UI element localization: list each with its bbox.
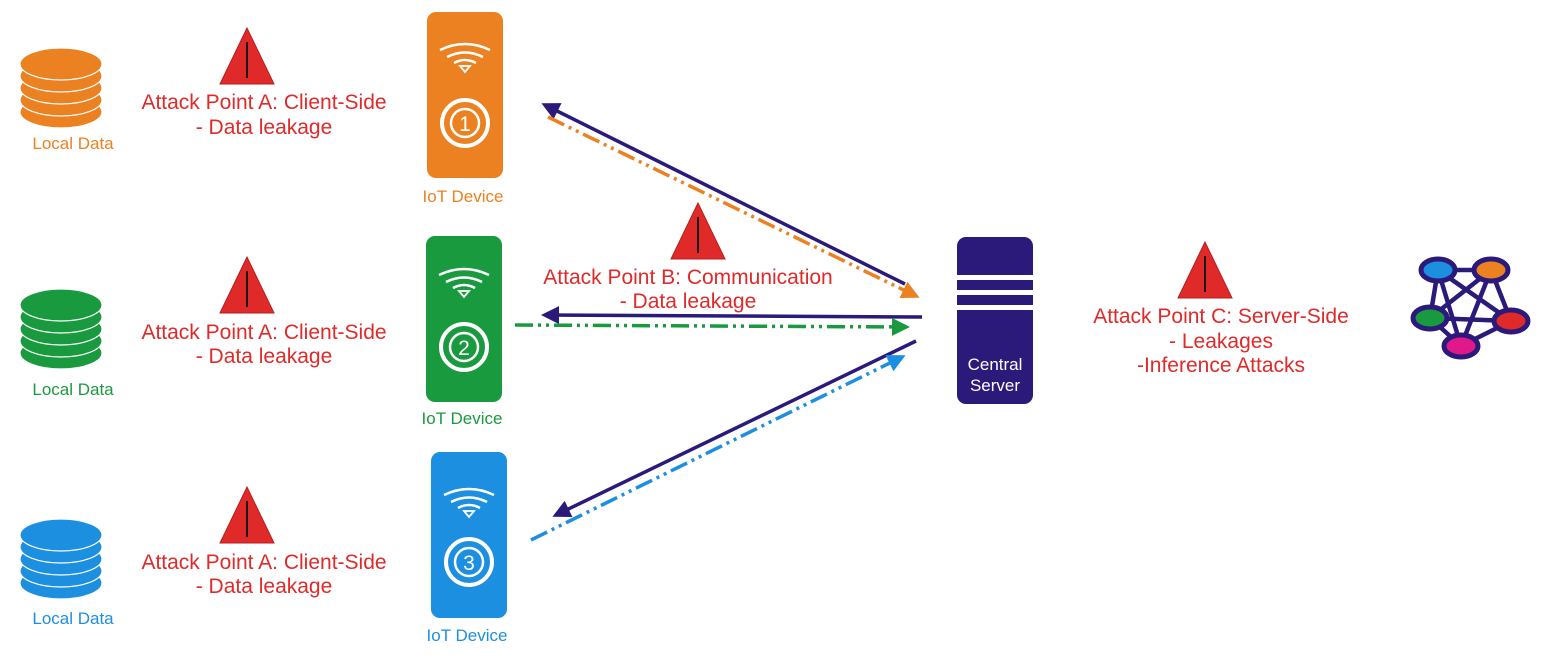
local-data-label: Local Data: [32, 380, 114, 399]
device-2-to-server-arrow: [514, 317, 910, 336]
attack-point-c-title: Attack Point C: Server-Side: [1093, 305, 1349, 328]
attack-point-a-title: Attack Point A: Client-Side: [141, 91, 386, 114]
iot-device-3: 3: [431, 452, 507, 618]
attack-point-a-subtitle: - Data leakage: [196, 116, 333, 139]
warning-triangle-icon: [219, 255, 275, 314]
attack-point-a-subtitle: - Data leakage: [196, 345, 333, 368]
database-stack-icon: [19, 47, 103, 129]
iot-device-1: 1: [427, 12, 503, 178]
warning-triangle-icon: [670, 201, 726, 260]
server-slot: [957, 275, 1033, 280]
attack-point-c-line3: -Inference Attacks: [1137, 354, 1305, 377]
iot-device-label: IoT Device: [422, 409, 503, 428]
client-row-2: Local Data Attack Point A: Client-Side -…: [19, 236, 503, 428]
neural-network-icon: [1410, 256, 1531, 360]
iot-device-label: IoT Device: [423, 187, 504, 206]
wifi-icon: [438, 267, 490, 299]
wifi-icon: [439, 42, 491, 74]
server-to-device-1-arrow: [541, 103, 906, 286]
server-to-device-3-arrow: [552, 339, 917, 518]
wifi-icon: [443, 487, 495, 519]
device-1-to-server-arrow: [547, 115, 920, 298]
device-number-badge: 1: [440, 98, 490, 148]
client-row-3: Local Data Attack Point A: Client-Side -…: [19, 452, 508, 645]
warning-triangle-icon: [219, 26, 275, 85]
attack-point-b-title: Attack Point B: Communication: [543, 266, 832, 289]
server-slot: [957, 305, 1033, 310]
device-number: 3: [463, 552, 475, 575]
central-server: Central Server: [957, 237, 1033, 404]
attack-point-b-subtitle: - Data leakage: [620, 290, 757, 313]
database-stack-icon: [19, 288, 103, 370]
local-data-label: Local Data: [32, 609, 114, 628]
attack-point-c: Attack Point C: Server-Side - Leakages -…: [1093, 240, 1349, 377]
attack-point-b: Attack Point B: Communication - Data lea…: [543, 201, 833, 313]
network-node: [1471, 256, 1511, 284]
device-3-to-server-arrow: [530, 355, 906, 542]
warning-triangle-icon: [1177, 240, 1233, 299]
attack-point-a-title: Attack Point A: Client-Side: [141, 551, 386, 574]
network-node: [1418, 256, 1458, 284]
attack-point-a-subtitle: - Data leakage: [196, 575, 333, 598]
iot-device-label: IoT Device: [427, 626, 508, 645]
attack-point-c-line2: - Leakages: [1169, 330, 1273, 353]
network-node: [1491, 307, 1531, 335]
server-label-line2: Server: [970, 376, 1020, 395]
server-to-device-2-arrow: [541, 306, 923, 325]
warning-triangle-icon: [219, 485, 275, 544]
server-label-line1: Central: [968, 355, 1023, 374]
iot-device-2: 2: [426, 236, 502, 402]
network-node: [1410, 304, 1450, 332]
attack-point-a-title: Attack Point A: Client-Side: [141, 321, 386, 344]
client-row-1: Local Data Attack Point A: Client-Side -…: [19, 12, 504, 206]
device-number: 1: [459, 113, 471, 136]
communication-arrows: [514, 103, 923, 542]
server-slot: [957, 290, 1033, 295]
device-number-badge: 3: [444, 537, 494, 587]
database-stack-icon: [19, 518, 103, 600]
local-data-label: Local Data: [32, 134, 114, 153]
network-node: [1441, 332, 1481, 360]
device-number: 2: [458, 337, 470, 360]
device-number-badge: 2: [439, 322, 489, 372]
